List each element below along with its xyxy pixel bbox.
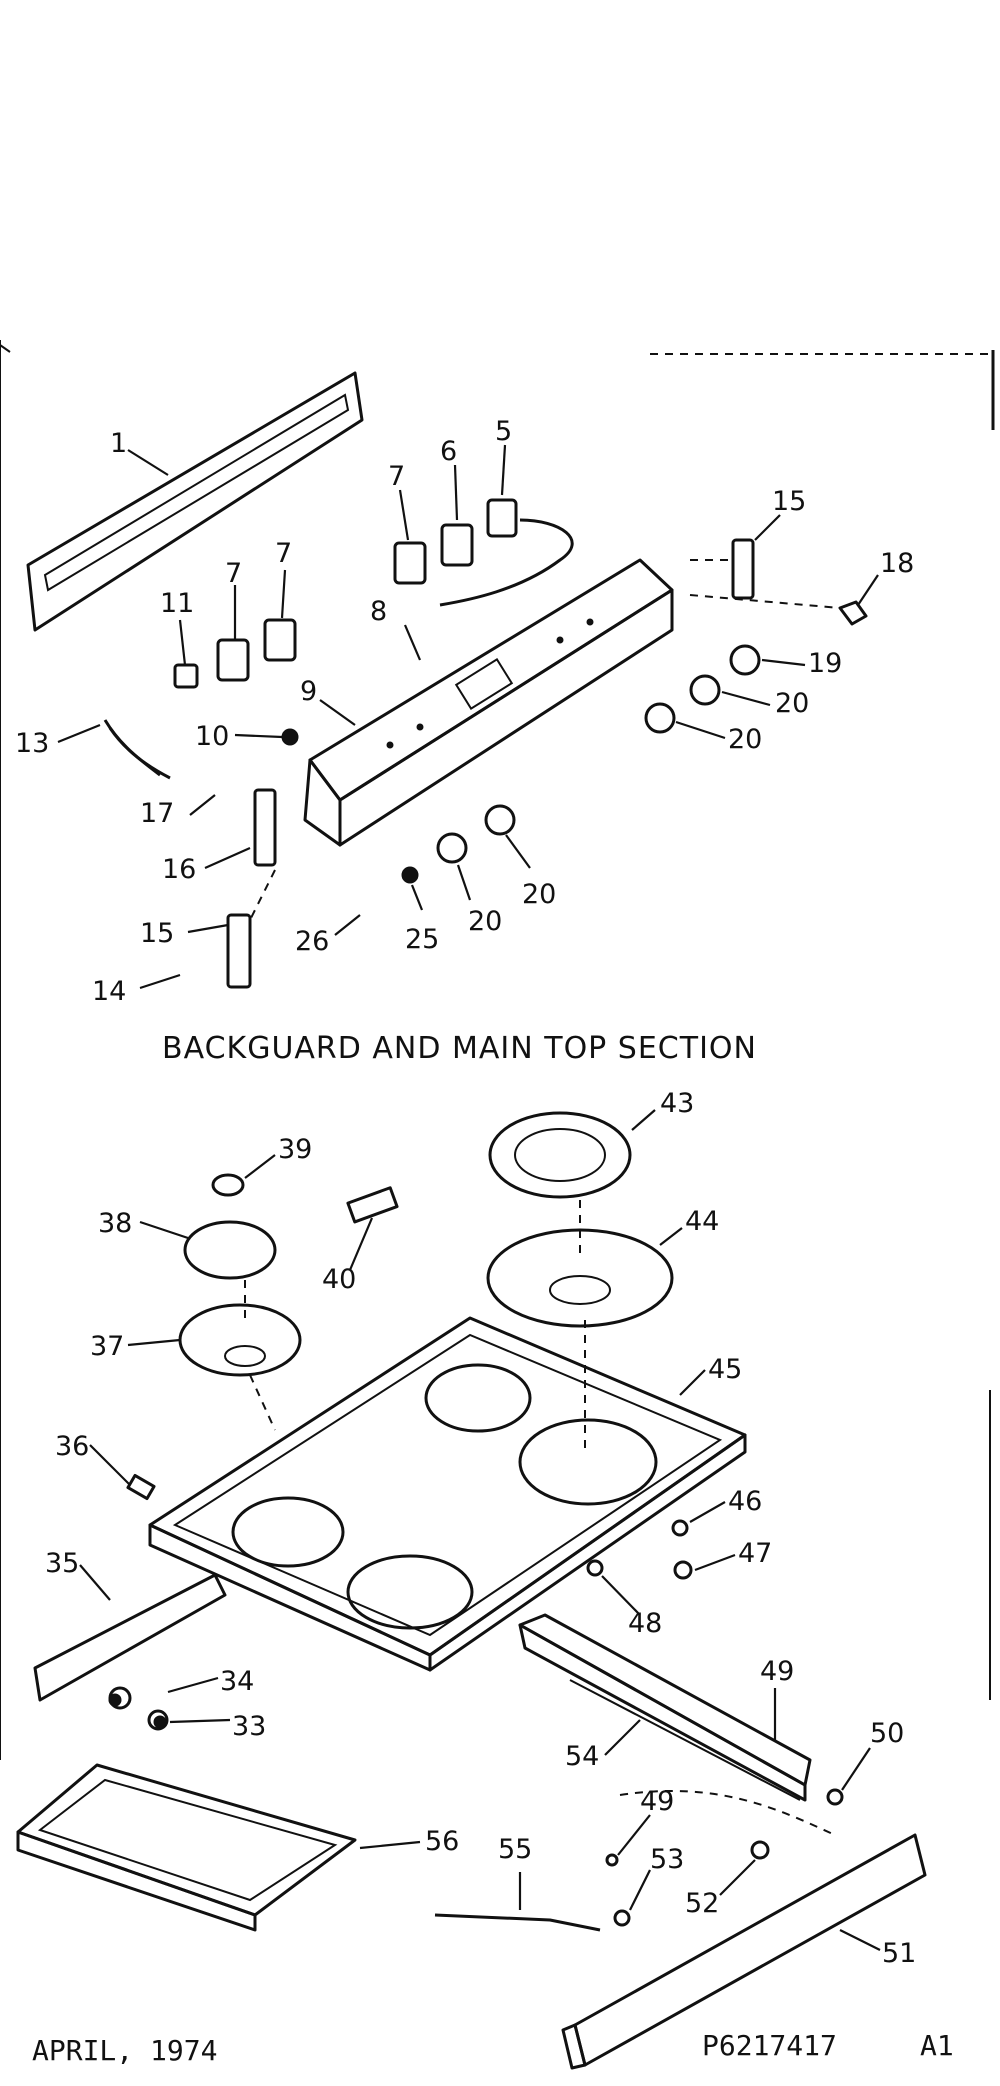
callout-40: 40 (322, 1264, 356, 1295)
callout-6: 6 (440, 436, 457, 467)
upper-leader-lines (57, 444, 879, 990)
large-element-parts (486, 1111, 674, 1450)
callout-44: 44 (685, 1206, 719, 1237)
callout-38: 38 (98, 1208, 132, 1239)
callout-39: 39 (278, 1134, 312, 1165)
callout-10: 10 (195, 721, 229, 752)
callout-20: 20 (468, 906, 502, 937)
callout-45: 45 (708, 1354, 742, 1385)
callout-8: 8 (370, 596, 387, 627)
footer-part-number: P6217417 (702, 2029, 837, 2062)
lower-leader-lines (79, 1109, 881, 1951)
front-rail-part-35 (33, 1573, 227, 1731)
callout-14: 14 (92, 976, 126, 1007)
control-panel-part-9 (303, 558, 674, 847)
callout-43: 43 (660, 1088, 694, 1119)
cord-part-13 (103, 719, 171, 780)
switch-parts (173, 498, 574, 689)
callout-17: 17 (140, 798, 174, 829)
callout-5: 5 (495, 416, 512, 447)
small-fastener-parts (108, 1473, 844, 1927)
callout-34: 34 (220, 1666, 254, 1697)
upper-section-title: BACKGUARD AND MAIN TOP SECTION (162, 1031, 757, 1066)
callout-20: 20 (775, 688, 809, 719)
callout-55: 55 (498, 1834, 532, 1865)
callout-50: 50 (870, 1718, 904, 1749)
frame-marks (0, 340, 995, 1760)
knob-parts (281, 600, 868, 884)
callout-13: 13 (15, 728, 49, 759)
backguard-trim-part-1 (26, 371, 364, 632)
callout-37: 37 (90, 1331, 124, 1362)
callout-51: 51 (882, 1938, 916, 1969)
footer-revision: A1 (920, 2029, 954, 2062)
callout-9: 9 (300, 676, 317, 707)
small-element-parts (178, 1173, 399, 1431)
rear-rail-part-49-54 (518, 1613, 812, 1802)
callout-49: 49 (640, 1786, 674, 1817)
callout-54: 54 (565, 1741, 599, 1772)
callout-52: 52 (685, 1888, 719, 1919)
front-trim-part-51 (561, 1789, 927, 2070)
lower-callouts: 33 34 35 36 37 38 39 40 43 44 45 46 47 4… (45, 1088, 916, 1969)
callout-26: 26 (295, 926, 329, 957)
callout-20: 20 (522, 879, 556, 910)
upper-callouts: 1 5 6 7 7 7 8 9 10 11 13 14 15 15 16 17 … (15, 416, 914, 1007)
callout-53: 53 (650, 1844, 684, 1875)
callout-1: 1 (110, 428, 127, 459)
callout-16: 16 (162, 854, 196, 885)
callout-18: 18 (880, 548, 914, 579)
main-top-part-45 (148, 1316, 747, 1672)
callout-33: 33 (232, 1711, 266, 1742)
callout-15: 15 (772, 486, 806, 517)
end-cap-parts (226, 538, 841, 989)
footer-date: APRIL, 1974 (32, 2034, 217, 2067)
callout-11: 11 (160, 588, 194, 619)
callout-56: 56 (425, 1826, 459, 1857)
callout-49: 49 (760, 1656, 794, 1687)
callout-15: 15 (140, 918, 174, 949)
drip-tray-part-56 (16, 1763, 357, 1932)
callout-20: 20 (728, 724, 762, 755)
callout-47: 47 (738, 1538, 772, 1569)
callout-35: 35 (45, 1548, 79, 1579)
callout-7: 7 (275, 538, 292, 569)
callout-19: 19 (808, 648, 842, 679)
callout-7: 7 (388, 461, 405, 492)
callout-48: 48 (628, 1608, 662, 1639)
callout-36: 36 (55, 1431, 89, 1462)
callout-25: 25 (405, 924, 439, 955)
wire-part-55 (434, 1913, 601, 1932)
callout-7: 7 (225, 558, 242, 589)
callout-46: 46 (728, 1486, 762, 1517)
